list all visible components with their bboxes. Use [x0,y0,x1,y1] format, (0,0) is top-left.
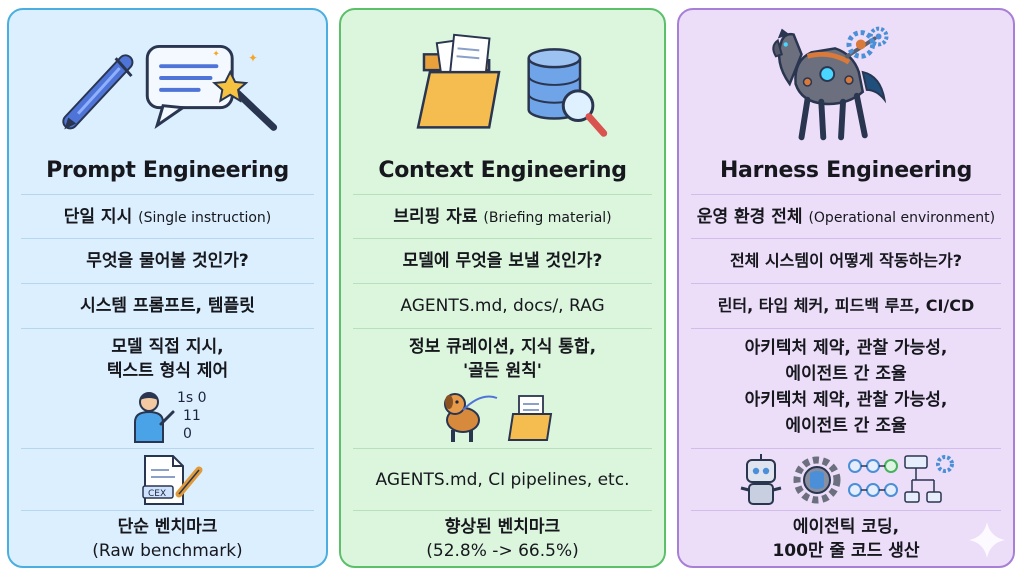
harness-focus-line2: 에이전트 간 조율 [785,364,907,384]
context-row-tools: AGENTS.md, docs/, RAG [353,284,652,328]
harness-row-outcome: 에이전틱 코딩, 100만 줄 코드 생산 [691,512,1001,566]
divider [691,283,1001,284]
harness-outcome-line1: 에이전틱 코딩, [792,517,900,537]
svg-text:✦: ✦ [212,49,220,59]
divider [691,194,1001,195]
prompt-row-question: 무엇을 물어볼 것인가? [21,239,314,283]
prompt-tools-text: 시스템 프롬프트, 템플릿 [80,296,255,316]
context-focus-line1: 정보 큐레이션, 지식 통합, [408,337,597,357]
context-examples-text: AGENTS.md, CI pipelines, etc. [375,470,630,490]
dog-leash-icon [444,393,498,442]
divider [353,283,652,284]
workflow-icon [848,459,898,497]
context-illustration [416,33,608,137]
harness-outcome-line2: 100만 줄 코드 생산 [772,541,920,561]
divider [21,283,314,284]
harness-title: Harness Engineering [719,158,973,183]
harness-scope-ko: 운영 환경 전체 [696,206,803,227]
harness-row-scope: 운영 환경 전체 (Operational environment) [691,196,1001,238]
code-text-b: 11 [183,408,201,424]
context-scope-en: (Briefing material) [483,209,612,226]
document-pencil-icon: CEX [142,455,203,505]
divider [21,448,314,449]
divider [21,238,314,239]
harness-focus-line4: 에이전트 간 조율 [785,416,907,436]
prompt-scope-en: (Single instruction) [138,209,272,226]
context-benchmark-values: (52.8% -> 66.5%) [426,541,579,561]
divider [21,510,314,511]
context-scope-ko: 브리핑 자료 [393,206,478,227]
prompt-focus-line1: 모델 직접 지시, [111,337,224,357]
context-engineering-panel: Context Engineering 브리핑 자료 (Briefing mat… [339,8,666,568]
prompt-scope-ko: 단일 지시 [63,206,133,227]
harness-scope-en: (Operational environment) [808,209,996,226]
person-coding-icon: 1s 0 11 0 [134,390,207,443]
divider [353,328,652,329]
prompt-engineering-panel: ✦ ✦ Prompt Engineering 단일 지시 (Single ins… [7,8,328,568]
context-focus-line2: '골든 원칙' [463,361,542,381]
divider [353,194,652,195]
prompt-focus-line2: 텍스트 형식 제어 [106,361,229,381]
harness-icons-row [740,454,954,505]
divider [21,194,314,195]
prompt-illustration: ✦ ✦ [62,44,278,131]
prompt-title: Prompt Engineering [46,158,289,183]
gear-database-icon [793,456,841,504]
folder-documents-icon [416,33,501,129]
prompt-row-focus: 모델 직접 지시, 텍스트 형식 제어 [21,330,314,388]
code-text-a: 1s 0 [177,390,207,406]
prompt-row-benchmark: 단순 벤치마크 (Raw benchmark) [21,512,314,566]
code-text-c: 0 [183,426,192,442]
divider [353,238,652,239]
divider [353,510,652,511]
divider [691,328,1001,329]
divider [691,448,1001,449]
harness-row-tools: 린터, 타입 체커, 피드백 루프, CI/CD [691,284,1001,328]
robotic-horse-gears-icon [772,26,889,141]
harness-focus-line3: 아키텍처 제약, 관찰 가능성, [744,390,948,410]
divider [691,510,1001,511]
chat-bubble-magic-wand-icon: ✦ ✦ [145,44,278,131]
context-question-text: 모델에 무엇을 보낼 것인가? [402,251,603,271]
prompt-row-tools: 시스템 프롬프트, 템플릿 [21,284,314,328]
database-search-icon [527,48,608,137]
prompt-benchmark-en: (Raw benchmark) [92,541,243,561]
robot-icon [740,454,782,505]
divider [691,238,1001,239]
divider [21,328,314,329]
context-row-focus: 정보 큐레이션, 지식 통합, '골든 원칙' [353,330,652,388]
doc-label: CEX [148,489,166,499]
context-row-benchmark: 향상된 벤치마크 (52.8% -> 66.5%) [353,512,652,566]
prompt-benchmark-ko: 단순 벤치마크 [117,517,218,537]
context-row-scope: 브리핑 자료 (Briefing material) [353,196,652,238]
svg-text:✦: ✦ [248,51,258,65]
context-tools-text: AGENTS.md, docs/, RAG [400,296,605,316]
prompt-question-text: 무엇을 물어볼 것인가? [86,251,249,271]
divider [353,448,652,449]
harness-tools-text: 린터, 타입 체커, 피드백 루프, CI/CD [717,296,975,315]
prompt-row-scope: 단일 지시 (Single instruction) [21,196,314,238]
context-row-examples: AGENTS.md, CI pipelines, etc. [353,450,652,510]
harness-question-text: 전체 시스템이 어떻게 작동하는가? [729,251,963,270]
harness-focus-line1: 아키텍처 제약, 관찰 가능성, [744,338,948,358]
context-row-question: 모델에 무엇을 보낼 것인가? [353,239,652,283]
pen-icon [62,54,134,130]
flowchart-icon [904,455,954,503]
harness-row-focus: 아키텍처 제약, 관찰 가능성, 에이전트 간 조율 아키텍처 제약, 관찰 가… [691,330,1001,444]
harness-engineering-panel: Harness Engineering 운영 환경 전체 (Operationa… [677,8,1015,568]
harness-row-question: 전체 시스템이 어떻게 작동하는가? [691,239,1001,283]
context-benchmark-ko: 향상된 벤치마크 [444,517,561,537]
sparkle-icon [969,522,1005,558]
context-title: Context Engineering [378,158,627,183]
folder-document-icon [507,395,553,441]
